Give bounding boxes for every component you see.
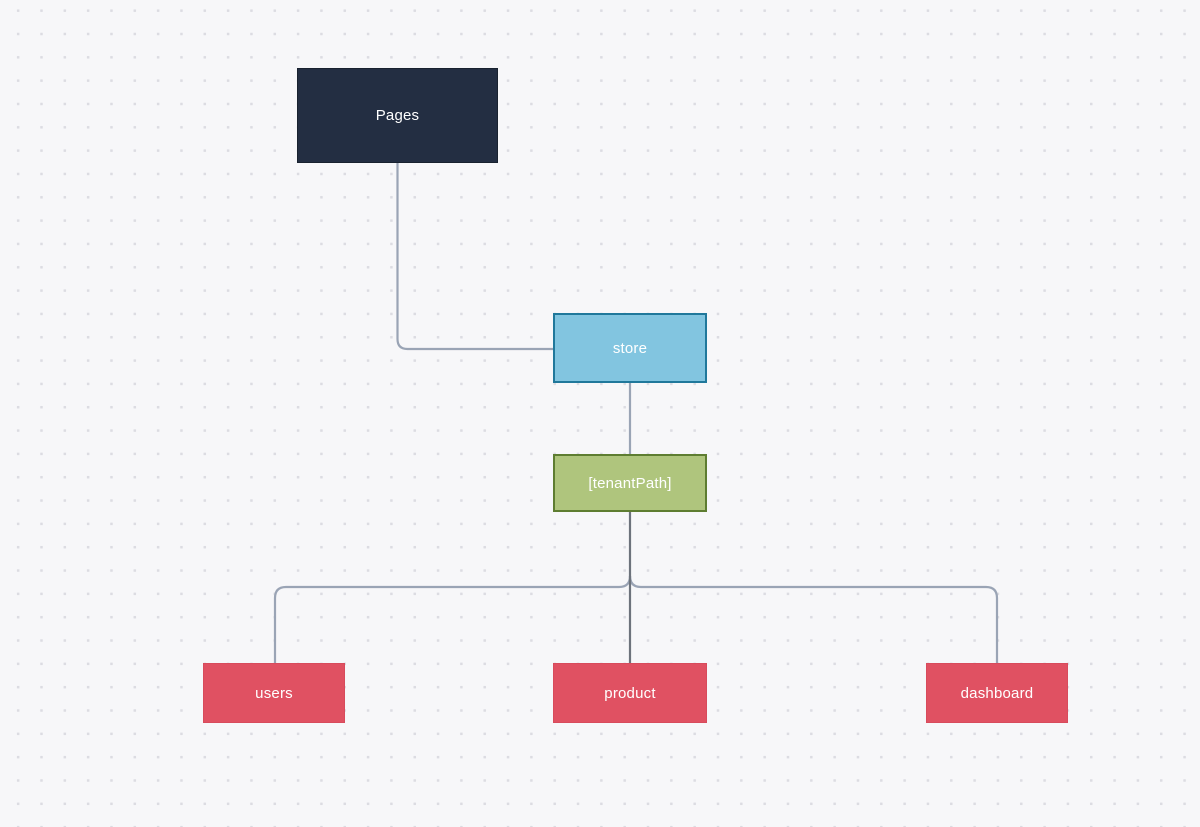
node-product[interactable]: product — [553, 663, 707, 723]
node-users-label: users — [255, 684, 293, 702]
node-pages[interactable]: Pages — [297, 68, 498, 163]
node-tenantpath[interactable]: [tenantPath] — [553, 454, 707, 512]
node-users[interactable]: users — [203, 663, 345, 723]
node-dashboard[interactable]: dashboard — [926, 663, 1068, 723]
node-product-label: product — [604, 684, 656, 702]
node-pages-label: Pages — [375, 107, 420, 124]
node-dashboard-label: dashboard — [960, 684, 1034, 702]
edge-tenantpath-dashboard — [628, 575, 999, 663]
node-store-label: store — [612, 339, 648, 357]
node-store[interactable]: store — [553, 313, 707, 383]
edge-pages-store — [396, 163, 553, 351]
node-tenantpath-label: [tenantPath] — [588, 474, 672, 492]
edge-tenantpath-users — [273, 575, 632, 663]
